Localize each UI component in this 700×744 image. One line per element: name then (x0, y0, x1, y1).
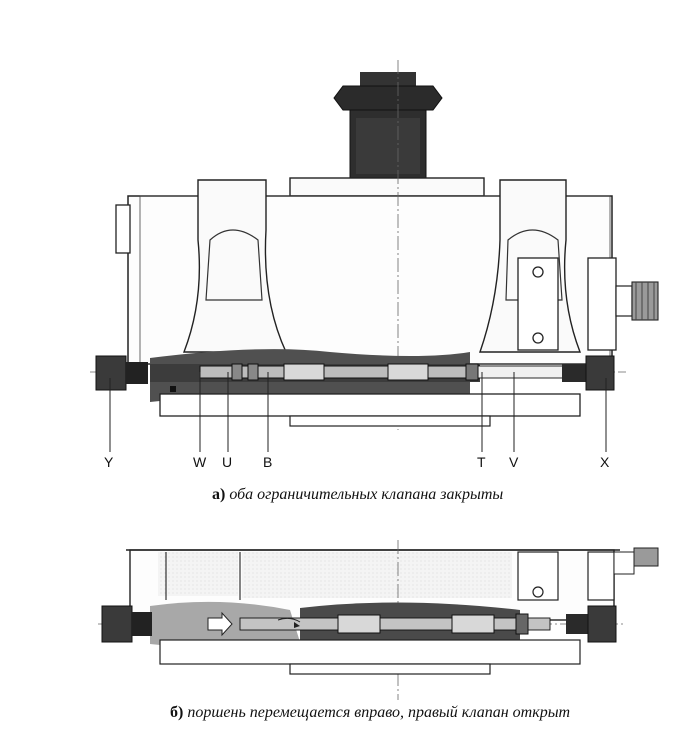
leader-lines-a (109, 372, 607, 452)
caption-b-letter: б) (170, 704, 184, 721)
label-b: B (263, 454, 273, 470)
cylinder-section-a (150, 349, 581, 427)
caption-a-letter: а) (212, 486, 226, 503)
top-nut (333, 72, 443, 179)
caption-b-text: поршень перемещается вправо, правый клап… (187, 704, 571, 721)
main-body (115, 179, 659, 365)
caption-b: б) поршень перемещается вправо, правый к… (170, 704, 570, 722)
left-bolt-a (95, 355, 148, 391)
caption-a-text: оба ограничительных клапана закрыты (229, 486, 504, 503)
figure-b-drawing (98, 540, 659, 700)
right-bolt-a (562, 355, 615, 391)
top-flange (289, 177, 485, 197)
caption-a: а) оба ограничительных клапана закрыты (212, 486, 503, 504)
label-w: W (193, 454, 207, 470)
label-v: V (509, 454, 519, 470)
label-x: X (600, 454, 610, 470)
label-y: Y (104, 454, 114, 470)
label-t: T (477, 454, 486, 470)
label-u: U (222, 454, 233, 470)
figure-a-drawing (90, 60, 659, 452)
